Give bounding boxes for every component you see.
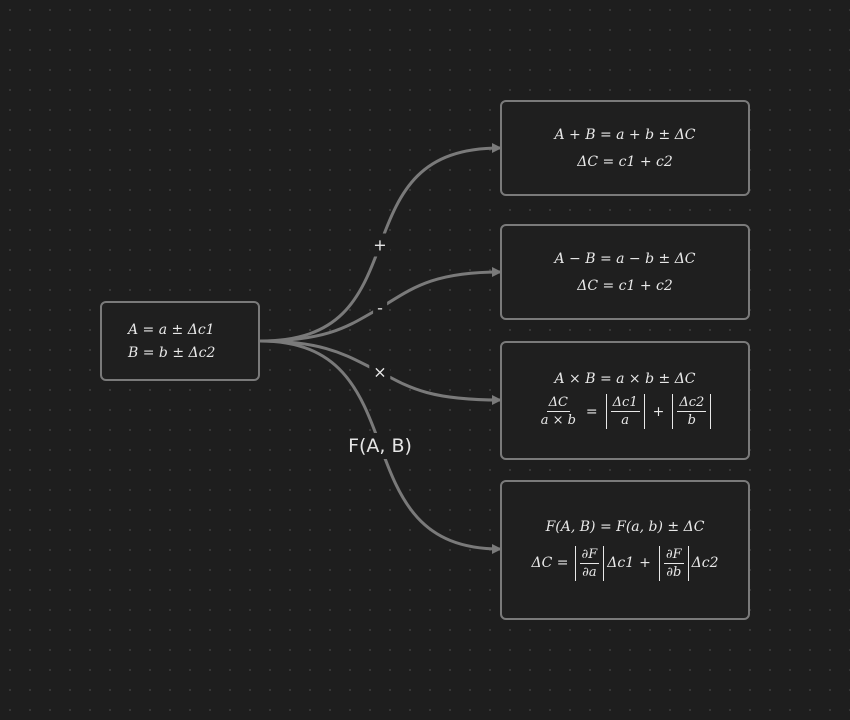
- multiplication-error: ΔC a × b = Δc1 a + Δc2 b: [536, 394, 715, 429]
- partial-denominator: ∂b: [666, 564, 682, 580]
- partial-a-tail: Δc1: [607, 555, 635, 571]
- multiplication-node[interactable]: A × B = a × b ± ΔC ΔC a × b = Δc1 a + Δc…: [500, 341, 750, 460]
- addition-result: A + B = a + b ± ΔC: [554, 126, 696, 143]
- source-node[interactable]: A = a ± Δc1 B = b ± Δc2: [100, 301, 260, 381]
- abs-term-b: Δc2 b: [672, 394, 712, 429]
- subtraction-result: A − B = a − b ± ΔC: [554, 250, 696, 267]
- addition-node[interactable]: A + B = a + b ± ΔC ΔC = c1 + c2: [500, 100, 750, 196]
- partial-denominator: ∂a: [582, 564, 597, 580]
- abs-partial-b: ∂F ∂b: [658, 545, 689, 581]
- fraction-numerator: ΔC: [546, 395, 570, 412]
- partial-b-tail: Δc2: [691, 555, 719, 571]
- plus-sign: +: [652, 403, 665, 420]
- multiplication-result: A × B = a × b ± ΔC: [554, 371, 696, 387]
- fraction-numerator: Δc1: [610, 395, 640, 412]
- edge-label-plus: +: [369, 233, 391, 257]
- partial-numerator: ∂F: [579, 546, 600, 564]
- function-result: F(A, B) = F(a, b) ± ΔC: [545, 518, 705, 535]
- abs-partial-a: ∂F ∂a: [574, 545, 605, 581]
- fraction-numerator: Δc2: [677, 395, 707, 412]
- function-node[interactable]: F(A, B) = F(a, b) ± ΔC ΔC = ∂F ∂a Δc1 + …: [500, 480, 750, 620]
- fraction-denominator: a: [621, 413, 630, 428]
- equals-sign: =: [585, 403, 598, 420]
- partial-numerator: ∂F: [663, 546, 684, 564]
- source-line-b: B = b ± Δc2: [128, 344, 216, 361]
- fraction-denominator: a × b: [540, 413, 576, 428]
- edge-label-times: ×: [369, 360, 391, 384]
- fraction-denominator: b: [687, 413, 696, 428]
- addition-error: ΔC = c1 + c2: [577, 153, 673, 170]
- relative-error-fraction: ΔC a × b: [539, 396, 578, 427]
- function-error-lhs: ΔC =: [531, 555, 569, 571]
- subtraction-node[interactable]: A − B = a − b ± ΔC ΔC = c1 + c2: [500, 224, 750, 320]
- edge-label-function: F(A, B): [344, 433, 416, 459]
- abs-term-a: Δc1 a: [605, 394, 645, 429]
- subtraction-error: ΔC = c1 + c2: [577, 277, 673, 294]
- source-line-a: A = a ± Δc1: [128, 321, 215, 338]
- plus-sign: +: [639, 555, 651, 571]
- function-error: ΔC = ∂F ∂a Δc1 + ∂F ∂b Δc2: [531, 545, 719, 581]
- edge-label-minus: -: [373, 296, 387, 320]
